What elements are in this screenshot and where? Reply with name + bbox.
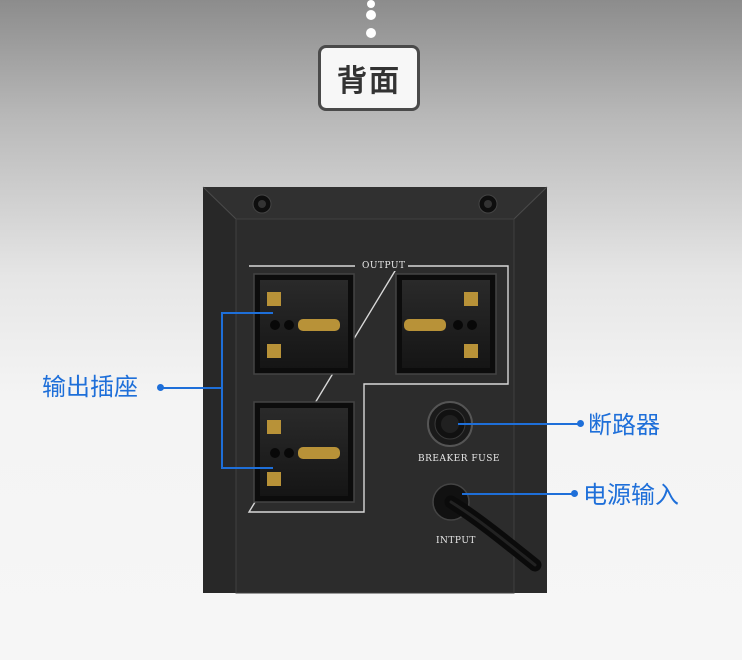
output-sockets-bracket <box>221 312 223 469</box>
output-sockets-callout-line <box>160 387 222 389</box>
page-title: 背面 <box>337 64 401 99</box>
title-box: 背面 <box>318 45 420 111</box>
decor-dot <box>366 10 376 20</box>
output-sockets-callout: 输出插座 <box>42 373 138 401</box>
breaker-callout: 断路器 <box>588 411 660 439</box>
decor-dot <box>366 28 376 38</box>
power-input-callout-line <box>462 493 574 495</box>
input-panel-label: INTPUT <box>436 536 476 546</box>
breaker-callout-dot <box>577 420 584 427</box>
power-input-callout-dot <box>571 490 578 497</box>
output-sockets-bracket-bottom <box>221 467 273 469</box>
output-panel-label: OUTPUT <box>359 261 409 271</box>
breaker-callout-line <box>458 423 580 425</box>
decor-dot <box>367 0 375 8</box>
breaker-panel-label: BREAKER FUSE <box>418 454 500 464</box>
output-sockets-bracket-top <box>221 312 273 314</box>
power-input-callout: 电源输入 <box>583 481 679 509</box>
